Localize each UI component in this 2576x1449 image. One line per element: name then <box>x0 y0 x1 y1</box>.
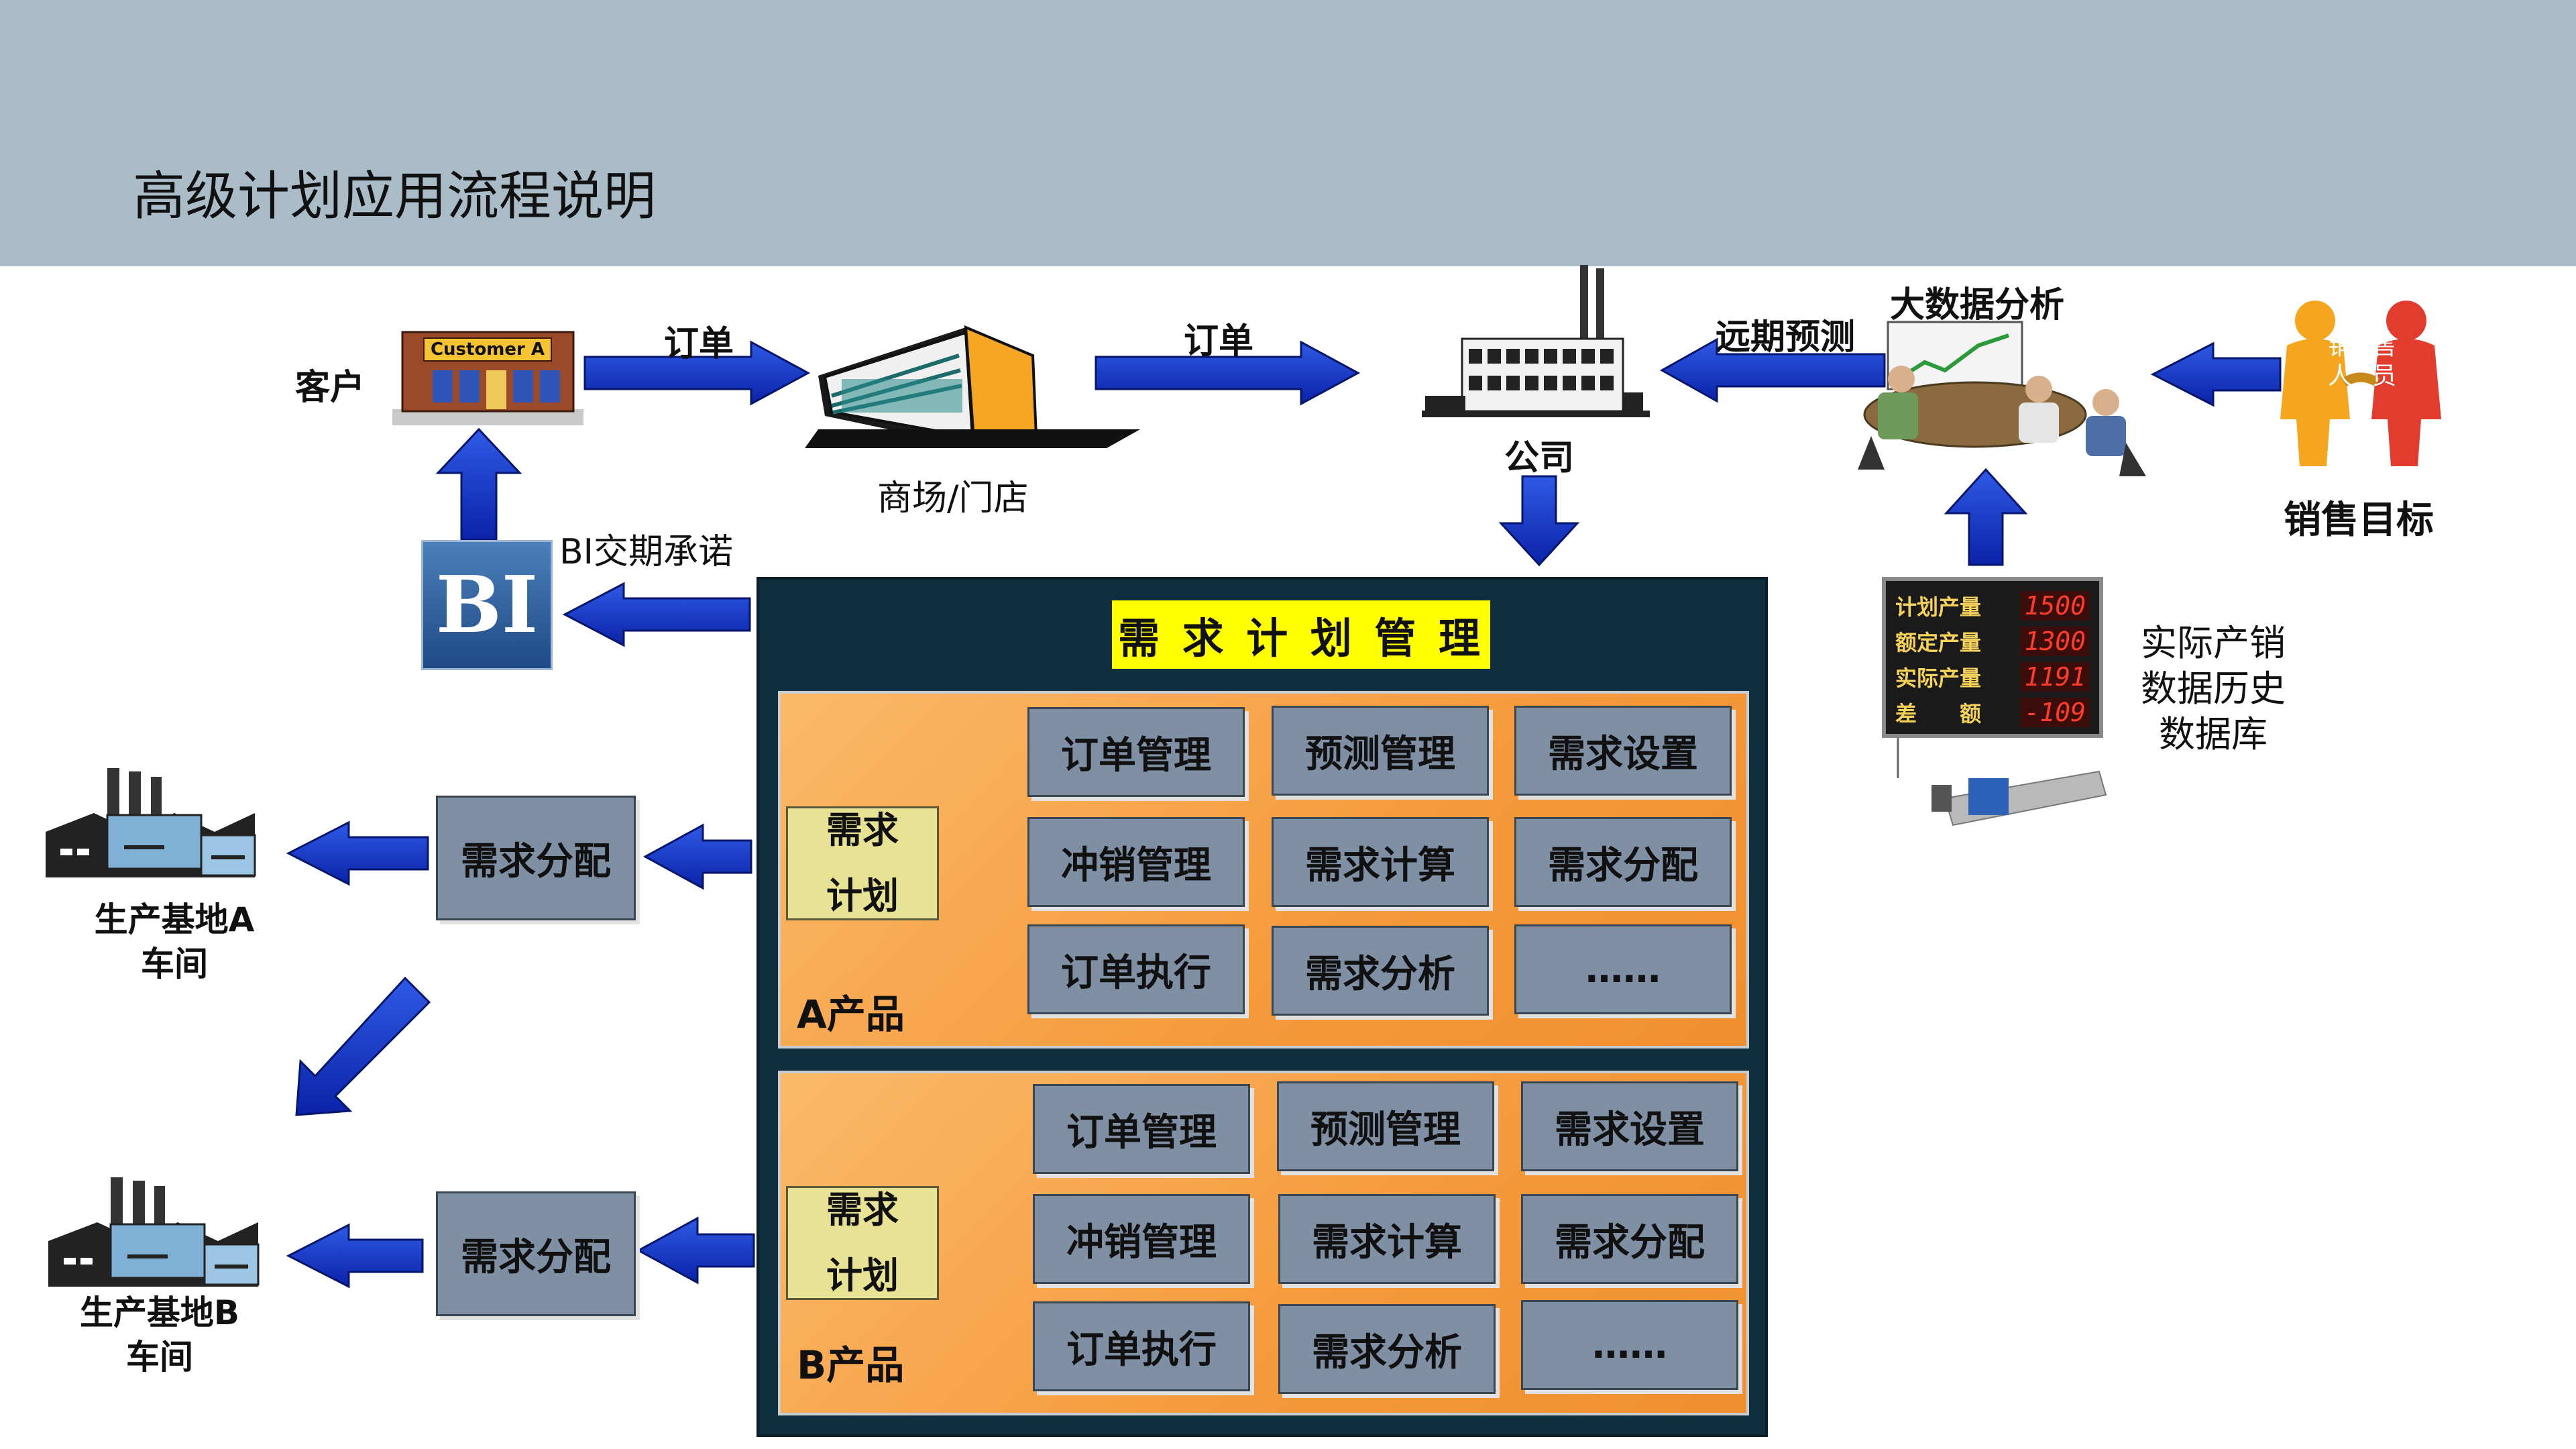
factory-b-line: 车间 <box>126 1338 193 1377</box>
company-label: 公司 <box>1504 438 1575 478</box>
arrow-data-up <box>1944 468 2028 566</box>
b-forecast-management[interactable]: 预测管理 <box>1277 1081 1494 1171</box>
plan-box-a-line: 计划 <box>826 875 899 917</box>
history-db-label: 实际产销 数据历史 数据库 <box>2119 621 2307 757</box>
meeting-analysis-icon <box>1858 321 2146 476</box>
factory-b-icon <box>48 1177 260 1287</box>
header-band <box>0 0 2576 266</box>
plan-box-b-line: 需求 <box>826 1189 899 1231</box>
a-more[interactable]: …… <box>1514 924 1732 1014</box>
scoreboard-row-value: 1191 <box>2020 661 2090 692</box>
distribution-box-a[interactable]: 需求分配 <box>436 796 636 920</box>
factory-a-icon <box>46 768 256 877</box>
a-demand-analysis[interactable]: 需求分析 <box>1272 926 1489 1016</box>
scoreboard-row: 额定产量 1300 <box>1895 623 2090 659</box>
arrow-forecast <box>1659 337 1886 403</box>
sales-target-label: 销售目标 <box>2284 498 2434 542</box>
factory-b-label: 生产基地B 车间 <box>59 1291 260 1379</box>
sales-figure-text: 销售 人员 <box>2315 332 2409 391</box>
b-order-execution[interactable]: 订单执行 <box>1033 1301 1250 1391</box>
b-offset-management[interactable]: 冲销管理 <box>1033 1194 1250 1284</box>
arrow-dist-b-to-factory <box>286 1223 424 1289</box>
b-demand-calculation[interactable]: 需求计算 <box>1278 1194 1496 1284</box>
history-db-line: 数据库 <box>2159 713 2267 755</box>
demand-management-title: 需 求 计 划 管 理 <box>1112 600 1490 669</box>
bi-logo: BI <box>421 540 553 670</box>
scoreboard-row-value: -109 <box>2020 697 2090 727</box>
customer-store-icon <box>392 331 583 425</box>
plan-box-a: 需求 计划 <box>786 806 939 920</box>
b-demand-settings[interactable]: 需求设置 <box>1521 1081 1738 1171</box>
a-demand-allocation[interactable]: 需求分配 <box>1514 817 1732 907</box>
scoreboard-row: 计划产量 1500 <box>1895 588 2090 623</box>
factory-a-line: 生产基地A <box>94 900 255 939</box>
history-db-line: 实际产销 <box>2141 622 2286 664</box>
plan-box-b: 需求 计划 <box>786 1186 939 1300</box>
company-factory-icon <box>1422 265 1650 417</box>
bi-commit-label: BI交期承诺 <box>559 532 734 572</box>
sales-people-icon <box>2280 301 2441 466</box>
scoreboard-row-label: 实际产量 <box>1895 665 1982 691</box>
arrow-bi-commit <box>562 582 751 647</box>
a-demand-settings[interactable]: 需求设置 <box>1514 706 1732 796</box>
a-order-execution[interactable]: 订单执行 <box>1027 924 1245 1014</box>
sales-figure-char-4: 员 <box>2372 362 2397 390</box>
arrow-bi-up <box>435 427 522 541</box>
arrow-order-1 <box>583 340 811 406</box>
factory-b-line: 生产基地B <box>79 1293 240 1332</box>
a-demand-calculation[interactable]: 需求计算 <box>1272 817 1489 907</box>
arrow-company-down <box>1498 475 1580 567</box>
arrow-sales-target <box>2150 341 2282 407</box>
b-more[interactable]: …… <box>1521 1300 1738 1390</box>
customer-label: 客户 <box>295 368 366 408</box>
scoreboard-row-label: 额定产量 <box>1895 629 1982 655</box>
bi-logo-text: BI <box>435 559 539 651</box>
scoreboard-row: 实际产量 1191 <box>1895 659 2090 694</box>
arrow-factory-a-to-b <box>295 976 431 1116</box>
order-label-1: 订单 <box>664 324 734 364</box>
factory-a-label: 生产基地A 车间 <box>74 898 275 986</box>
b-demand-allocation[interactable]: 需求分配 <box>1521 1194 1738 1284</box>
arrow-dist-a-to-factory <box>286 820 429 886</box>
arrow-panel-b-to-dist <box>636 1216 755 1285</box>
scoreboard-row-label: 计划产量 <box>1895 594 1982 620</box>
forecast-label: 远期预测 <box>1716 317 1856 358</box>
factory-a-line: 车间 <box>141 945 208 983</box>
demand-management-title-text: 需 求 计 划 管 理 <box>1118 614 1484 663</box>
scoreboard-row-value: 1500 <box>2020 590 2090 621</box>
production-scoreboard: 计划产量 1500 额定产量 1300 实际产量 1191 差 额 -109 <box>1882 577 2103 738</box>
a-order-management[interactable]: 订单管理 <box>1027 707 1245 797</box>
mall-label: 商场/门店 <box>877 478 1029 519</box>
mall-building-icon <box>805 325 1140 448</box>
scoreboard-row-value: 1300 <box>2020 626 2090 656</box>
plan-box-a-line: 需求 <box>826 809 899 851</box>
a-offset-management[interactable]: 冲销管理 <box>1027 817 1245 907</box>
arrow-order-2 <box>1095 340 1361 406</box>
sales-figure-char-2: 售 <box>2372 333 2397 360</box>
scoreboard-row-label: 差 额 <box>1895 700 1982 727</box>
a-forecast-management[interactable]: 预测管理 <box>1272 706 1489 796</box>
b-order-management[interactable]: 订单管理 <box>1033 1084 1250 1174</box>
scoreboard-row: 差 额 -109 <box>1895 694 2090 730</box>
distribution-box-b[interactable]: 需求分配 <box>436 1191 636 1316</box>
arrow-panel-a-to-dist <box>642 823 752 890</box>
history-db-line: 数据历史 <box>2141 667 2286 710</box>
customer-sign: Customer A <box>430 339 545 360</box>
page-title: 高级计划应用流程说明 <box>133 166 657 227</box>
plan-box-b-line: 计划 <box>826 1254 899 1297</box>
order-label-2: 订单 <box>1184 321 1254 362</box>
conveyor-scanner-icon <box>1897 738 2107 826</box>
sales-figure-char-3: 人 <box>2327 362 2352 390</box>
sales-figure-char-1: 销 <box>2327 333 2352 360</box>
b-demand-analysis[interactable]: 需求分析 <box>1278 1304 1496 1394</box>
big-data-label: 大数据分析 <box>1890 285 2065 325</box>
product-b-label: B产品 <box>797 1342 905 1388</box>
product-a-label: A产品 <box>797 991 905 1037</box>
